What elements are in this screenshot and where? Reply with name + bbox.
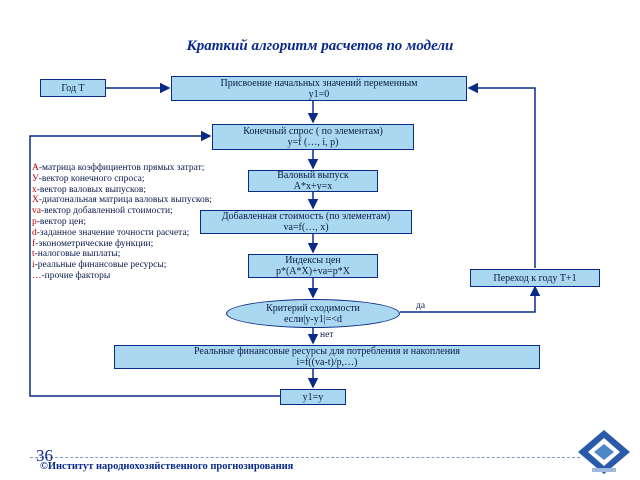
financial-resources-box: Реальные финансовые ресурсы для потребле… [114, 345, 540, 369]
legend-item: У-вектор конечного спроса; [32, 174, 214, 185]
value-added-box: Добавленная стоимость (по элементам) va=… [200, 210, 412, 234]
legend-key: А [32, 163, 39, 173]
legend-text: -вектор конечного спроса; [38, 173, 145, 184]
page-title: Краткий алгоритм расчетов по модели [186, 38, 454, 54]
value-added-text: Добавленная стоимость (по элементам) [221, 211, 391, 222]
legend-item: i-реальные финансовые ресурсы; [32, 260, 214, 271]
legend-key: i [32, 260, 35, 271]
assign-initial-text: Присвоение начальных значений переменным [220, 77, 418, 89]
edge-label-yes: да [416, 301, 426, 311]
legend-item: va-вектор добавленной стоимости; [32, 206, 214, 217]
legend: А-матрица коэффициентов прямых затрат; У… [32, 163, 214, 282]
arrow-loop-back [29, 130, 280, 397]
assign-initial-formula: y1=0 [308, 88, 330, 100]
legend-key: f [32, 238, 36, 249]
financial-resources-text: Реальные финансовые ресурсы для потребле… [194, 346, 460, 357]
legend-text: -прочие факторы [41, 270, 111, 281]
legend-key: va [32, 206, 41, 217]
arrow-criterion-next-year [400, 285, 541, 313]
legend-key: … [32, 270, 42, 281]
legend-item: Х-диагональная матрица валовых выпусков; [32, 195, 214, 206]
final-demand-formula: y=f (…, i, p) [287, 137, 339, 148]
legend-key: p [32, 216, 37, 227]
legend-item: …-прочие факторы [32, 271, 214, 282]
legend-item: p-вектор цен; [32, 217, 214, 228]
price-index-text: Индексы цен [285, 255, 341, 266]
criterion-formula: если|y-y1|=<d [283, 313, 343, 325]
value-added-formula: va=f(…, x) [283, 222, 329, 233]
legend-item: d-заданное значение точности расчета; [32, 228, 214, 239]
legend-key: t [32, 249, 35, 260]
legend-text: -матрица коэффициентов прямых затрат; [38, 163, 205, 173]
legend-key: x [32, 184, 37, 195]
price-index-formula: p*(A*X)+va=p*X [275, 266, 351, 277]
legend-text: -эконометрические функции; [35, 238, 154, 249]
legend-text: -диагональная матрица валовых выпусков; [38, 195, 212, 206]
price-index-box: Индексы цен p*(A*X)+va=p*X [248, 254, 378, 278]
legend-key: Х [32, 195, 39, 206]
legend-item: А-матрица коэффициентов прямых затрат; [32, 163, 214, 174]
legend-item: f-эконометрические функции; [32, 239, 214, 250]
final-demand-box: Конечный спрос ( по элементам) y=f (…, i… [212, 124, 414, 150]
legend-item: x-вектор валовых выпусков; [32, 185, 214, 196]
gross-output-box: Валовый выпуск A*x+y=x [248, 170, 378, 192]
legend-item: t-налоговые выплаты; [32, 249, 214, 260]
legend-text: -заданное значение точности расчета; [36, 227, 190, 238]
assign-y1-text: y1=y [302, 391, 324, 403]
assign-initial-box: Присвоение начальных значений переменным… [171, 76, 467, 101]
legend-text: -вектор цен; [36, 216, 86, 227]
gross-output-formula: A*x+y=x [293, 181, 333, 192]
next-year-box: Переход к году Т+1 [470, 269, 600, 287]
legend-text: -вектор валовых выпусков; [36, 184, 147, 195]
year-label: Год Т [61, 82, 85, 94]
footer-divider [30, 457, 580, 459]
page-number: 36 [36, 446, 53, 465]
edge-label-no: нет [320, 330, 334, 340]
legend-key: У [32, 173, 39, 184]
legend-text: -вектор добавленной стоимости; [40, 206, 173, 217]
footer-copyright: ©Институт народнохозяйственного прогнози… [40, 461, 294, 472]
arrow-next-year-assign [467, 82, 536, 268]
legend-text: -налоговые выплаты; [34, 249, 121, 260]
legend-text: -реальные финансовые ресурсы; [34, 260, 167, 271]
year-box: Год Т [40, 79, 106, 97]
next-year-text: Переход к году Т+1 [493, 272, 577, 284]
convergence-criterion-ellipse: Критерий сходимости если|y-y1|=<d [226, 299, 400, 328]
financial-resources-formula: i=f((va-t)/p,…) [296, 357, 358, 368]
legend-key: d [32, 227, 37, 238]
gross-output-text: Валовый выпуск [277, 170, 349, 181]
assign-y1-box: y1=y [280, 389, 346, 405]
final-demand-text: Конечный спрос ( по элементам) [243, 126, 383, 137]
criterion-text: Критерий сходимости [266, 302, 360, 314]
institute-logo-icon [578, 430, 630, 474]
